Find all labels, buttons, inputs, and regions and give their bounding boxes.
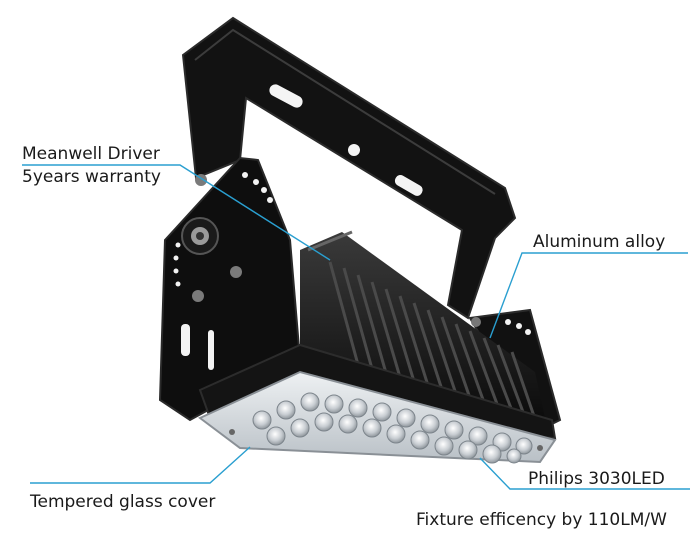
callout-warranty-label: 5years warranty xyxy=(22,167,161,187)
mounting-bracket xyxy=(181,16,517,320)
callout-line-glass xyxy=(30,446,251,484)
heatsink xyxy=(300,230,545,423)
side-bracket-left xyxy=(158,156,302,422)
callout-lines xyxy=(22,164,690,490)
lens-module xyxy=(198,370,557,464)
callout-efficiency-label: Fixture efficency by 110LM/W xyxy=(416,510,667,530)
callout-driver-label: Meanwell Driver xyxy=(22,144,160,164)
callout-glass-label: Tempered glass cover xyxy=(30,492,216,512)
callout-line-aluminum xyxy=(489,252,688,339)
callout-led-label: Philips 3030LED xyxy=(528,469,665,489)
callout-aluminum-label: Aluminum alloy xyxy=(533,232,666,252)
callout-line-led xyxy=(479,457,690,490)
callout-line-driver xyxy=(22,164,331,261)
